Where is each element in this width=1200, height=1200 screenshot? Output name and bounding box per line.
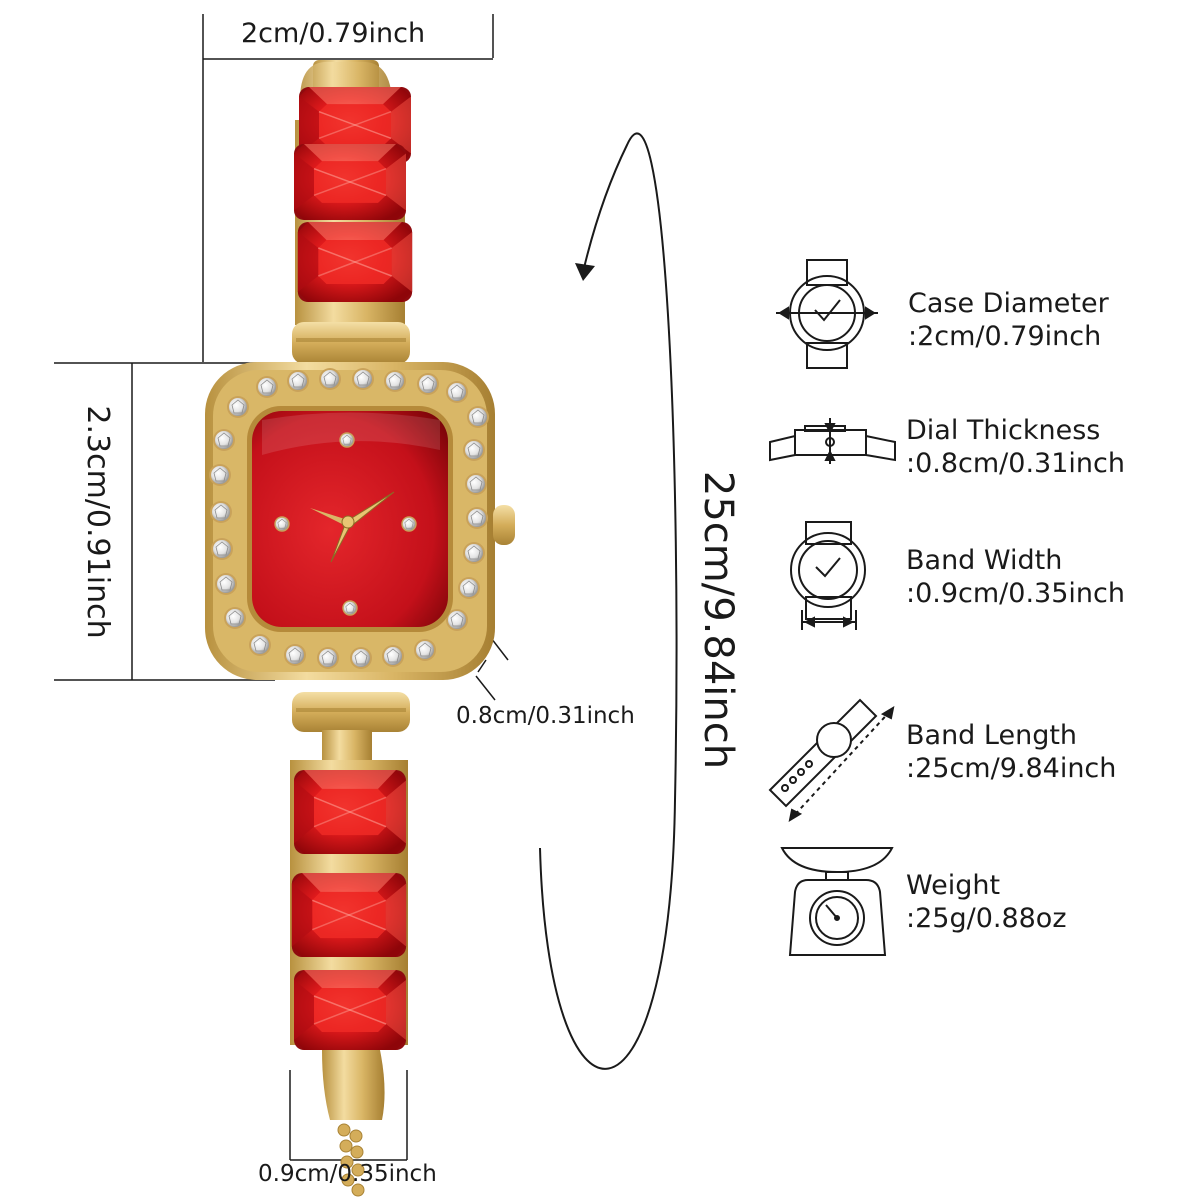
spec-title: Weight (906, 870, 1001, 901)
case-width-label: 2cm/0.79inch (241, 18, 426, 49)
spec-value: :2cm/0.79inch (908, 320, 1102, 352)
spec-title: Dial Thickness (906, 415, 1101, 446)
dial-thickness-icon (769, 418, 896, 464)
watch-case-diameter-icon (776, 259, 878, 369)
watch-band-top (292, 60, 413, 364)
spec-band-length: Band Length :25cm/9.84inch (906, 720, 1116, 786)
arrow-head-icon (575, 263, 595, 281)
weight-scale-icon (780, 847, 894, 956)
watch-band-bottom (290, 692, 410, 1197)
band-length-label: 25cm/9.84inch (695, 470, 741, 770)
spec-value: :25g/0.88oz (906, 902, 1067, 934)
case-height-dimension (54, 362, 275, 681)
spec-band-width: Band Width :0.9cm/0.35inch (906, 545, 1125, 611)
spec-value: :0.8cm/0.31inch (906, 447, 1125, 479)
dial-thickness-label: 0.8cm/0.31inch (456, 703, 635, 729)
band-length-icon (768, 698, 895, 823)
spec-title: Band Width (906, 545, 1063, 576)
band-width-label: 0.9cm/0.35inch (258, 1161, 437, 1187)
crown (493, 505, 515, 545)
spec-case-diameter: Case Diameter :2cm/0.79inch (908, 288, 1109, 354)
case-height-label: 2.3cm/0.91inch (80, 405, 115, 639)
spec-dial-thickness: Dial Thickness :0.8cm/0.31inch (906, 415, 1125, 481)
spec-value: :25cm/9.84inch (906, 752, 1117, 784)
band-width-icon (790, 521, 866, 630)
watch-case (205, 362, 515, 680)
spec-value: :0.9cm/0.35inch (906, 577, 1125, 609)
spec-weight: Weight :25g/0.88oz (906, 870, 1067, 936)
case-width-dimension (202, 14, 494, 362)
spec-title: Band Length (906, 720, 1078, 751)
watch-hands (310, 491, 395, 563)
spec-title: Case Diameter (908, 288, 1109, 319)
band-length-arrow (539, 132, 678, 1070)
